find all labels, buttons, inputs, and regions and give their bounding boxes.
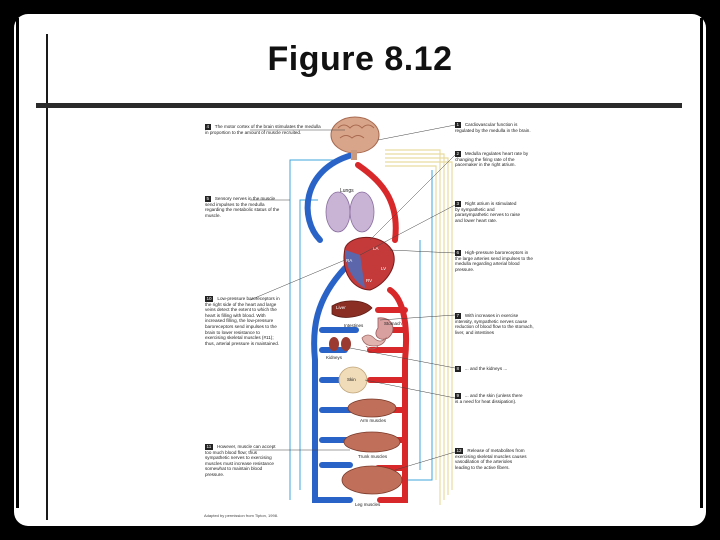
slide-title: Figure 8.12 (267, 40, 453, 78)
note-3: 3 Right atrium is stimulated by sympathe… (455, 201, 521, 223)
right-edge-bar (700, 18, 703, 508)
note-2: 2 Medulla regulates heart rate by changi… (455, 151, 535, 168)
label-rv: RV (366, 278, 372, 283)
note-4: 4 The motor cortex of the brain stimulat… (205, 124, 323, 135)
stomach: Stomach (375, 317, 402, 340)
label-lungs: Lungs (340, 188, 354, 194)
label-la: LA (373, 246, 379, 251)
figure-credit: Adapted by permission from Tipton, 1998. (204, 513, 279, 518)
note-10: 10 Low-pressure baroreceptors in the rig… (205, 296, 281, 346)
label-leg-muscles: Leg muscles (355, 502, 381, 507)
note-number: 9 (455, 393, 461, 399)
label-kidneys: Kidneys (326, 355, 343, 360)
label-skin: Skin (347, 377, 356, 382)
lungs: Lungs (325, 188, 375, 233)
note-number: 1 (455, 122, 461, 128)
intestines: Intestines (344, 323, 387, 350)
note-7: 7 With increases in exercise intensity, … (455, 313, 535, 335)
note-text: Low-pressure baroreceptors in the right … (205, 296, 280, 346)
note-8: 8 ... and the kidneys ... (455, 366, 521, 372)
title-rule (36, 103, 682, 108)
arm-muscles: Arm muscles (347, 398, 397, 423)
note-text: With increases in exercise intensity, sy… (455, 313, 534, 335)
label-lv: LV (381, 266, 386, 271)
note-number: 4 (205, 124, 211, 130)
kidneys: Kidneys (326, 337, 351, 360)
flow-lines (289, 158, 433, 500)
note-text: High-pressure baroreceptors in the large… (455, 250, 533, 272)
left-edge-bar (16, 18, 19, 508)
note-number: 7 (455, 313, 461, 319)
note-number: 6 (455, 250, 461, 256)
note-text: Release of metabolites from exercising s… (455, 448, 527, 470)
label-intestines: Intestines (344, 323, 364, 328)
note-text: The motor cortex of the brain stimulates… (205, 124, 321, 135)
note-9: 9 ... and the skin (unless there is a ne… (455, 393, 527, 404)
note-text: Right atrium is stimulated by sympatheti… (455, 201, 521, 223)
label-ra: RA (346, 258, 352, 263)
note-text: ... and the skin (unless there is a need… (455, 393, 523, 404)
note-11: 11 However, muscle can accept too much b… (205, 444, 281, 478)
label-stomach: Stomach (384, 321, 402, 326)
note-text: ... and the kidneys ... (464, 366, 508, 371)
note-text: Sensory nerves in the muscle send impuls… (205, 196, 280, 218)
note-number: 5 (205, 196, 211, 202)
note-12: 12 Release of metabolites from exercisin… (455, 448, 527, 470)
note-number: 8 (455, 366, 461, 372)
artery-vessels (355, 162, 410, 503)
note-text: Cardiovascular function is regulated by … (455, 122, 531, 133)
heart: RA LA RV LV (343, 236, 395, 291)
callout-lines (249, 124, 456, 471)
note-1: 1 Cardiovascular function is regulated b… (455, 122, 535, 133)
note-text: Medulla regulates heart rate by changing… (455, 151, 529, 168)
label-liver: Liver (336, 305, 346, 310)
note-5: 5 Sensory nerves in the muscle send impu… (205, 196, 285, 218)
note-text: However, muscle can accept too much bloo… (205, 444, 276, 477)
note-number: 12 (455, 448, 464, 454)
skin: Skin (338, 366, 368, 394)
brain (330, 116, 380, 160)
leg-muscles: Leg muscles (341, 465, 403, 507)
note-number: 10 (205, 296, 214, 302)
left-vertical-rule (46, 34, 48, 520)
label-arm-muscles: Arm muscles (360, 418, 387, 423)
trunk-muscles: Trunk muscles (343, 431, 401, 459)
note-6: 6 High-pressure baroreceptors in the lar… (455, 250, 535, 272)
label-trunk-muscles: Trunk muscles (358, 454, 388, 459)
note-number: 11 (205, 444, 213, 450)
note-number: 3 (455, 201, 461, 207)
nerve-lines (385, 149, 453, 505)
note-number: 2 (455, 151, 461, 157)
liver: Liver (331, 300, 373, 318)
